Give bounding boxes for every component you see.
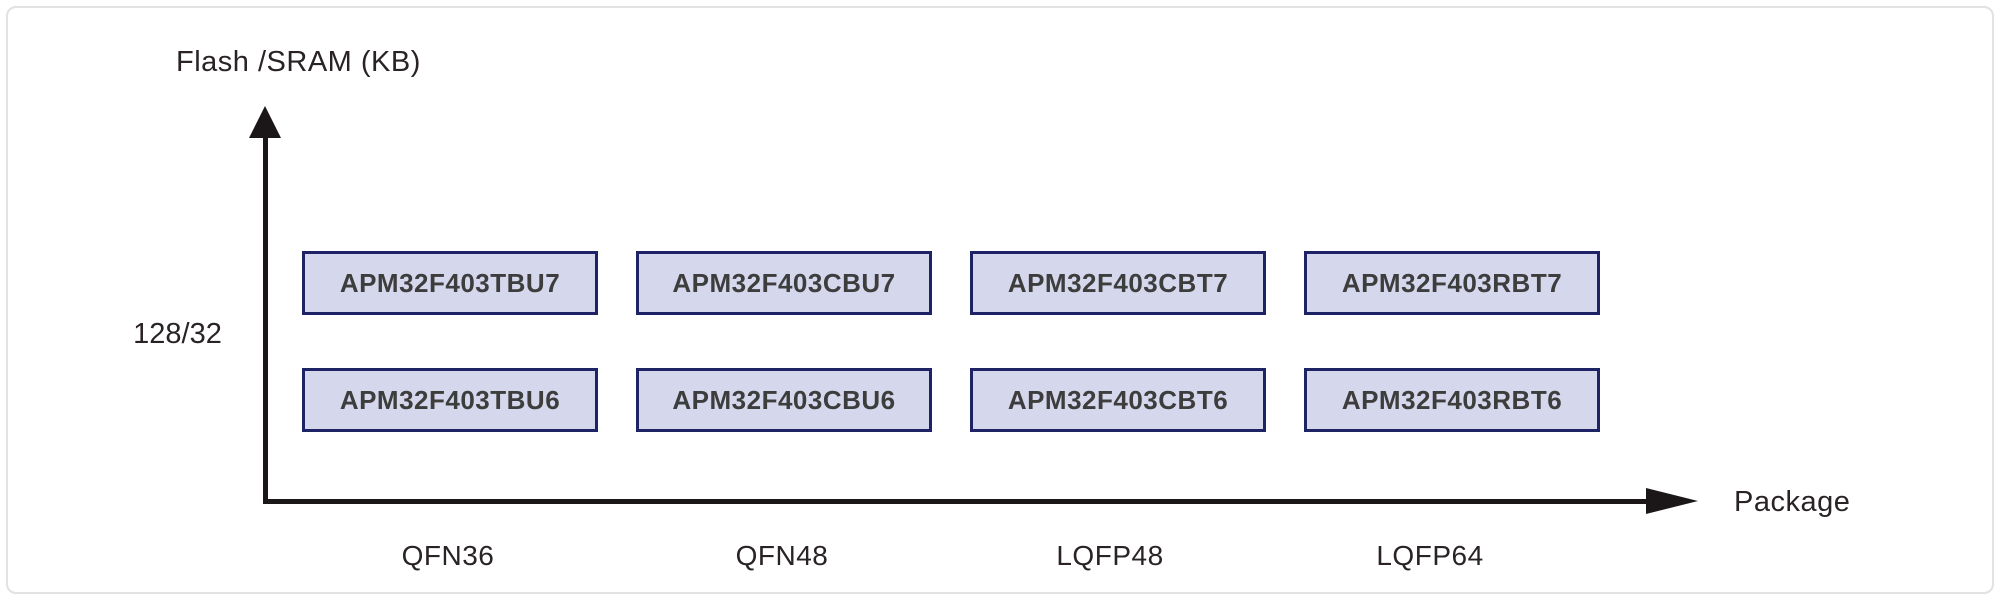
part-box-apm32f403rbt7: APM32F403RBT7	[1304, 251, 1600, 315]
part-box-apm32f403cbt7: APM32F403CBT7	[970, 251, 1266, 315]
x-axis-tick-qfn48: QFN48	[735, 540, 829, 571]
y-axis-title: Flash /SRAM (KB)	[176, 46, 421, 78]
part-box-apm32f403tbu7: APM32F403TBU7	[302, 251, 598, 315]
x-axis-title: Package	[1734, 486, 1851, 518]
y-axis-tick-128-32: 128/32	[133, 318, 222, 350]
x-axis-tick-qfn36: QFN36	[401, 540, 495, 571]
part-box-apm32f403tbu6: APM32F403TBU6	[302, 368, 598, 432]
y-axis-line	[263, 136, 268, 503]
part-box-apm32f403cbu6: APM32F403CBU6	[636, 368, 932, 432]
part-box-apm32f403cbu7: APM32F403CBU7	[636, 251, 932, 315]
x-axis-arrowhead-icon	[1646, 488, 1698, 514]
x-axis-line	[263, 499, 1648, 504]
x-axis-tick-lqfp48: LQFP48	[1056, 540, 1164, 571]
part-box-apm32f403cbt6: APM32F403CBT6	[970, 368, 1266, 432]
x-axis-tick-lqfp64: LQFP64	[1376, 540, 1484, 571]
part-box-apm32f403rbt6: APM32F403RBT6	[1304, 368, 1600, 432]
y-axis-arrowhead-icon	[249, 106, 281, 138]
